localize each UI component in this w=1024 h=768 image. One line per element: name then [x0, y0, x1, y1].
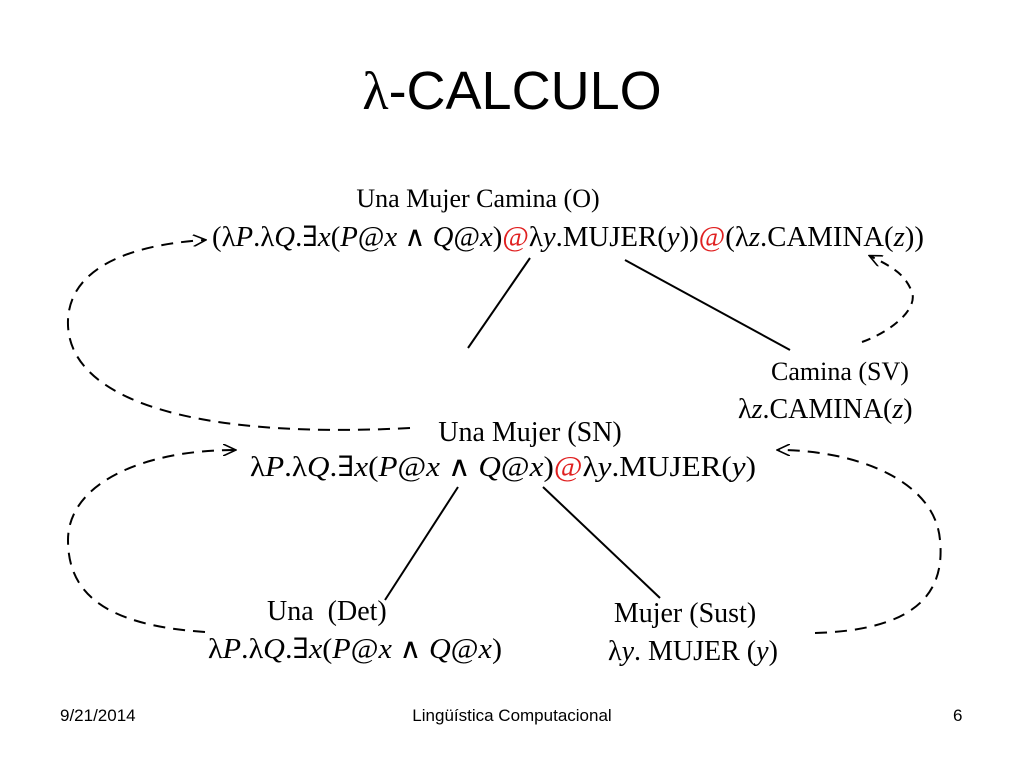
- dashed-arrow-sn-to-o: [66, 240, 411, 431]
- slide-title: λ-CALCULO: [0, 56, 1024, 126]
- edge-o-sn: [467, 257, 531, 349]
- node-sust-formula: λy. MUJER (y): [608, 636, 778, 667]
- node-sv-formula: λz.CAMINA(z): [738, 394, 913, 425]
- node-o-formula: (λP.λQ.∃x(P@x ∧ Q@x)@λy.MUJER(y))@(λz.CA…: [212, 222, 924, 253]
- application-at-sign: @: [699, 222, 726, 253]
- node-det-label: Una (Det): [267, 596, 387, 627]
- footer-date: 9/21/2014: [60, 706, 136, 725]
- node-det-formula: λP.λQ.∃x(P@x ∧ Q@x): [208, 634, 502, 665]
- title-text: -CALCULO: [388, 61, 662, 121]
- dashed-arrow-sust-to-sn: [778, 450, 942, 634]
- edge-sn-sust: [542, 486, 661, 599]
- node-sust-label: Mujer (Sust): [614, 598, 756, 629]
- node-sv-label: Camina (SV): [771, 357, 909, 386]
- dashed-arrow-det-to-sn: [66, 450, 235, 633]
- application-at-sign: @: [554, 452, 583, 483]
- lambda-glyph: λ: [362, 61, 389, 121]
- footer-page-number: 6: [953, 706, 963, 725]
- dashed-arrow-sv-to-o: [861, 256, 914, 343]
- node-sn-label: Una Mujer (SN): [438, 417, 622, 448]
- edge-o-sv: [624, 259, 791, 351]
- node-sn-formula: λP.λQ.∃x(P@x ∧ Q@x)@λy.MUJER(y): [250, 452, 756, 483]
- application-at-sign: @: [502, 222, 529, 253]
- parse-tree-diagram: Una Mujer Camina (O) (λP.λQ.∃x(P@x ∧ Q@x…: [66, 184, 942, 667]
- edge-sn-det: [384, 486, 459, 601]
- footer-course-title: Lingüística Computacional: [412, 706, 612, 725]
- node-o-label: Una Mujer Camina (O): [356, 184, 599, 213]
